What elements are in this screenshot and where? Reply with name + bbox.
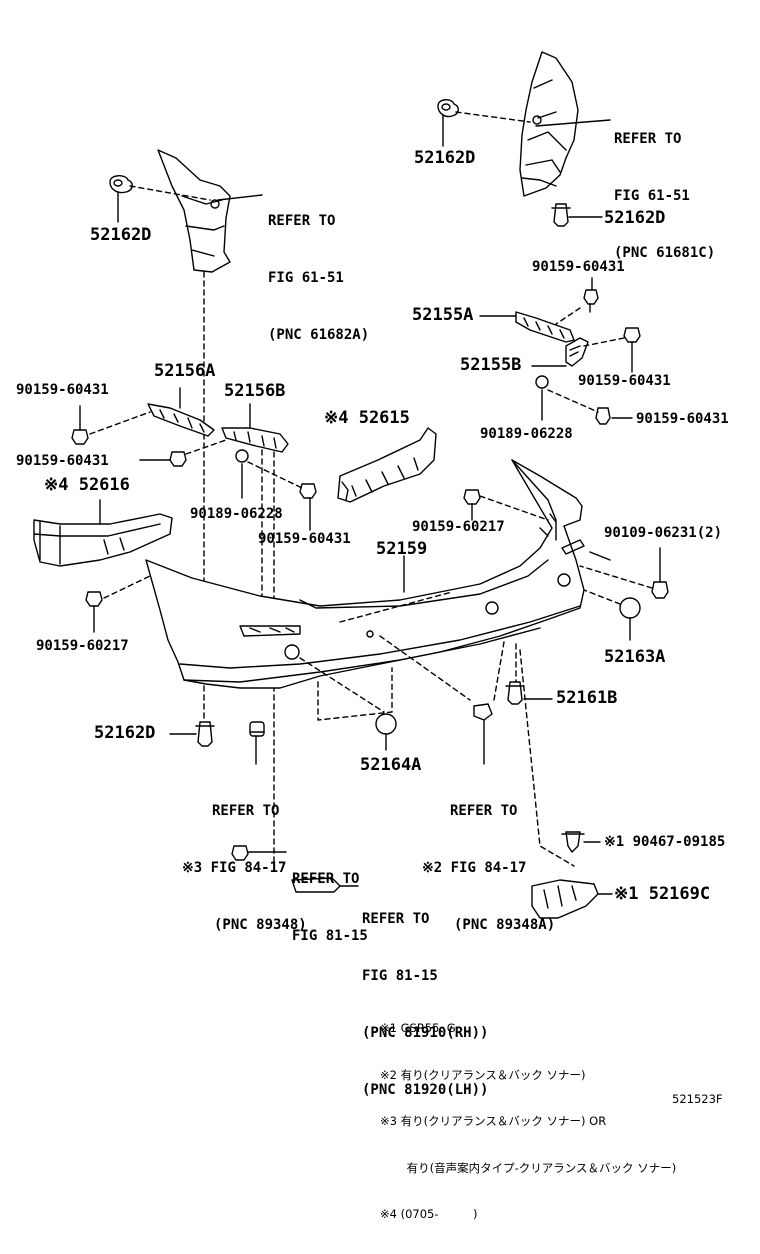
clip-90467-09185 — [561, 831, 601, 853]
reference-89348: REFER TO ※3 FIG 84-17 (PNC 89348) — [182, 764, 307, 973]
retainer-52156B — [221, 403, 289, 453]
reference-61682A: REFER TO FIG 61-51 (PNC 61682A) — [268, 174, 369, 383]
bolt-90159-60431-e — [139, 451, 187, 467]
ref-text: FIG 84-17 — [450, 860, 527, 876]
reflector-81910 — [291, 877, 359, 893]
part-label-52162D-clip: 52162D — [604, 208, 666, 228]
ref-line: ※2 FIG 84-17 — [422, 859, 555, 878]
diagram-drawing — [33, 51, 669, 919]
reference-89348A: REFER TO ※2 FIG 84-17 (PNC 89348A) — [422, 764, 555, 973]
part-label-90467-09185: ※1 90467-09185 — [604, 834, 726, 850]
ref-line: FIG 61-51 — [268, 270, 344, 286]
part-label-90159-60431-e: 90159-60431 — [16, 453, 109, 469]
part-label-90159-60431-b: 90159-60431 — [578, 373, 671, 389]
ref-line: REFER TO — [614, 131, 682, 147]
part-label-52615: ※4 52615 — [324, 408, 410, 428]
nut-90189-06228-r — [535, 375, 549, 421]
part-label-52164A: 52164A — [360, 755, 422, 775]
absorber-52615 — [337, 427, 437, 503]
nut-90189-06228-l — [235, 449, 249, 499]
pin-52161B — [505, 681, 553, 705]
bumper-cover-52159 — [145, 459, 585, 689]
retainer-52155B — [531, 337, 589, 367]
part-label-52169C: ※1 52169C — [614, 884, 711, 904]
cap-52163A — [619, 597, 641, 641]
ref-text: FIG 84-17 — [210, 860, 287, 876]
footnote-4: ※4 (0705- ) — [380, 1207, 478, 1221]
ref-line: FIG 81-15 — [292, 928, 368, 944]
part-label-52162D-top: 52162D — [414, 148, 476, 168]
retainer-52156A — [147, 387, 215, 437]
pin-52162D-bottom — [169, 721, 215, 747]
retainer-52155A — [479, 311, 575, 343]
document-code: 521523F — [672, 1092, 723, 1106]
ref-line: REFER TO — [212, 803, 280, 819]
sensor-52164A — [375, 713, 397, 751]
clip-52162D-pin — [551, 203, 603, 227]
footnotes: ※1 GSR55..G ※2 有り(クリアランス＆バック ソナー) ※3 有り(… — [380, 990, 676, 1254]
part-label-90189-06228-l: 90189-06228 — [190, 506, 283, 522]
part-label-90159-60217-l: 90159-60217 — [36, 638, 129, 654]
clip-52162D-upper — [437, 99, 459, 147]
part-label-52159: 52159 — [376, 539, 428, 559]
ref-mark: ※3 — [182, 860, 203, 876]
ref-line: (PNC 89348) — [214, 917, 307, 933]
part-label-52155B: 52155B — [460, 355, 522, 375]
bracket-52169C — [531, 879, 613, 919]
part-label-90109-06231: 90109-06231(2) — [604, 525, 723, 541]
part-label-52155A: 52155A — [412, 305, 474, 325]
bolt-90159-60217-l — [85, 591, 103, 633]
part-label-90159-60431-c: 90159-60431 — [636, 411, 729, 427]
ref-line: FIG 81-15 — [362, 968, 438, 984]
ref-line: REFER TO — [362, 911, 430, 927]
bolt-90159-60431-c — [595, 407, 633, 425]
ref-line: (PNC 81920(LH)) — [362, 1082, 489, 1098]
part-label-52163A: 52163A — [604, 647, 666, 667]
footnote-2: ※2 有り(クリアランス＆バック ソナー) — [380, 1067, 586, 1082]
absorber-52616 — [33, 499, 173, 567]
ref-mark: ※2 — [422, 860, 443, 876]
ref-line: REFER TO — [292, 871, 360, 887]
ref-line: FIG 61-51 — [614, 188, 690, 204]
part-label-52162D-left: 52162D — [90, 225, 152, 245]
ref-line: ※3 FIG 84-17 — [182, 859, 307, 878]
part-label-52161B: 52161B — [556, 688, 618, 708]
bolt-90159-60431-f — [299, 483, 317, 531]
sensor-holder-89348 — [249, 721, 265, 765]
bracket-left-upper — [157, 149, 231, 273]
footnote-3-cont: 有り(音声案内タイプ-クリアランス＆バック ソナー) — [380, 1160, 677, 1175]
bolt-90159-60431-d — [71, 405, 89, 445]
part-label-90189-06228-r: 90189-06228 — [480, 426, 573, 442]
part-label-90159-60217-r: 90159-60217 — [412, 519, 505, 535]
part-label-90159-60431-d: 90159-60431 — [16, 382, 109, 398]
part-label-90159-60431-a: 90159-60431 — [532, 259, 625, 275]
parts-diagram: 52162D 52162D 52162D 90159-60431 52155A … — [16, 51, 729, 1221]
ref-line: (PNC 61681C) — [614, 245, 716, 261]
ref-line: REFER TO — [268, 213, 336, 229]
bolt-90159-60217-r — [463, 489, 481, 521]
ref-line: (PNC 89348A) — [454, 917, 556, 933]
footnote-3: ※3 有り(クリアランス＆バック ソナー) OR — [380, 1114, 607, 1128]
bolt-90109-06231 — [651, 547, 669, 599]
reference-81-15-reflector: REFER TO FIG 81-15 (PNC 81910(RH)) (PNC … — [362, 872, 488, 1138]
sensor-holder-89348A — [473, 703, 493, 765]
bolt-90159-60431-b — [623, 327, 641, 373]
part-label-52156B: 52156B — [224, 381, 286, 401]
reference-81-15-bolt: REFER TO FIG 81-15 — [292, 832, 368, 984]
part-label-52616: ※4 52616 — [44, 475, 130, 495]
part-label-52156A: 52156A — [154, 361, 216, 381]
reference-61681C: REFER TO FIG 61-51 (PNC 61681C) — [614, 92, 715, 301]
ref-line: (PNC 61682A) — [268, 327, 370, 343]
bracket-right-upper — [519, 51, 579, 197]
ref-line: (PNC 81910(RH)) — [362, 1025, 489, 1041]
footnote-1: ※1 GSR55..G — [380, 1021, 456, 1035]
part-label-90159-60431-f: 90159-60431 — [258, 531, 351, 547]
clip-52162D-left — [109, 175, 133, 223]
bolt-90159-60431-a — [583, 277, 599, 313]
ref-line: REFER TO — [450, 803, 518, 819]
bolt-reflector — [231, 845, 287, 861]
part-label-52162D-bottom: 52162D — [94, 723, 156, 743]
